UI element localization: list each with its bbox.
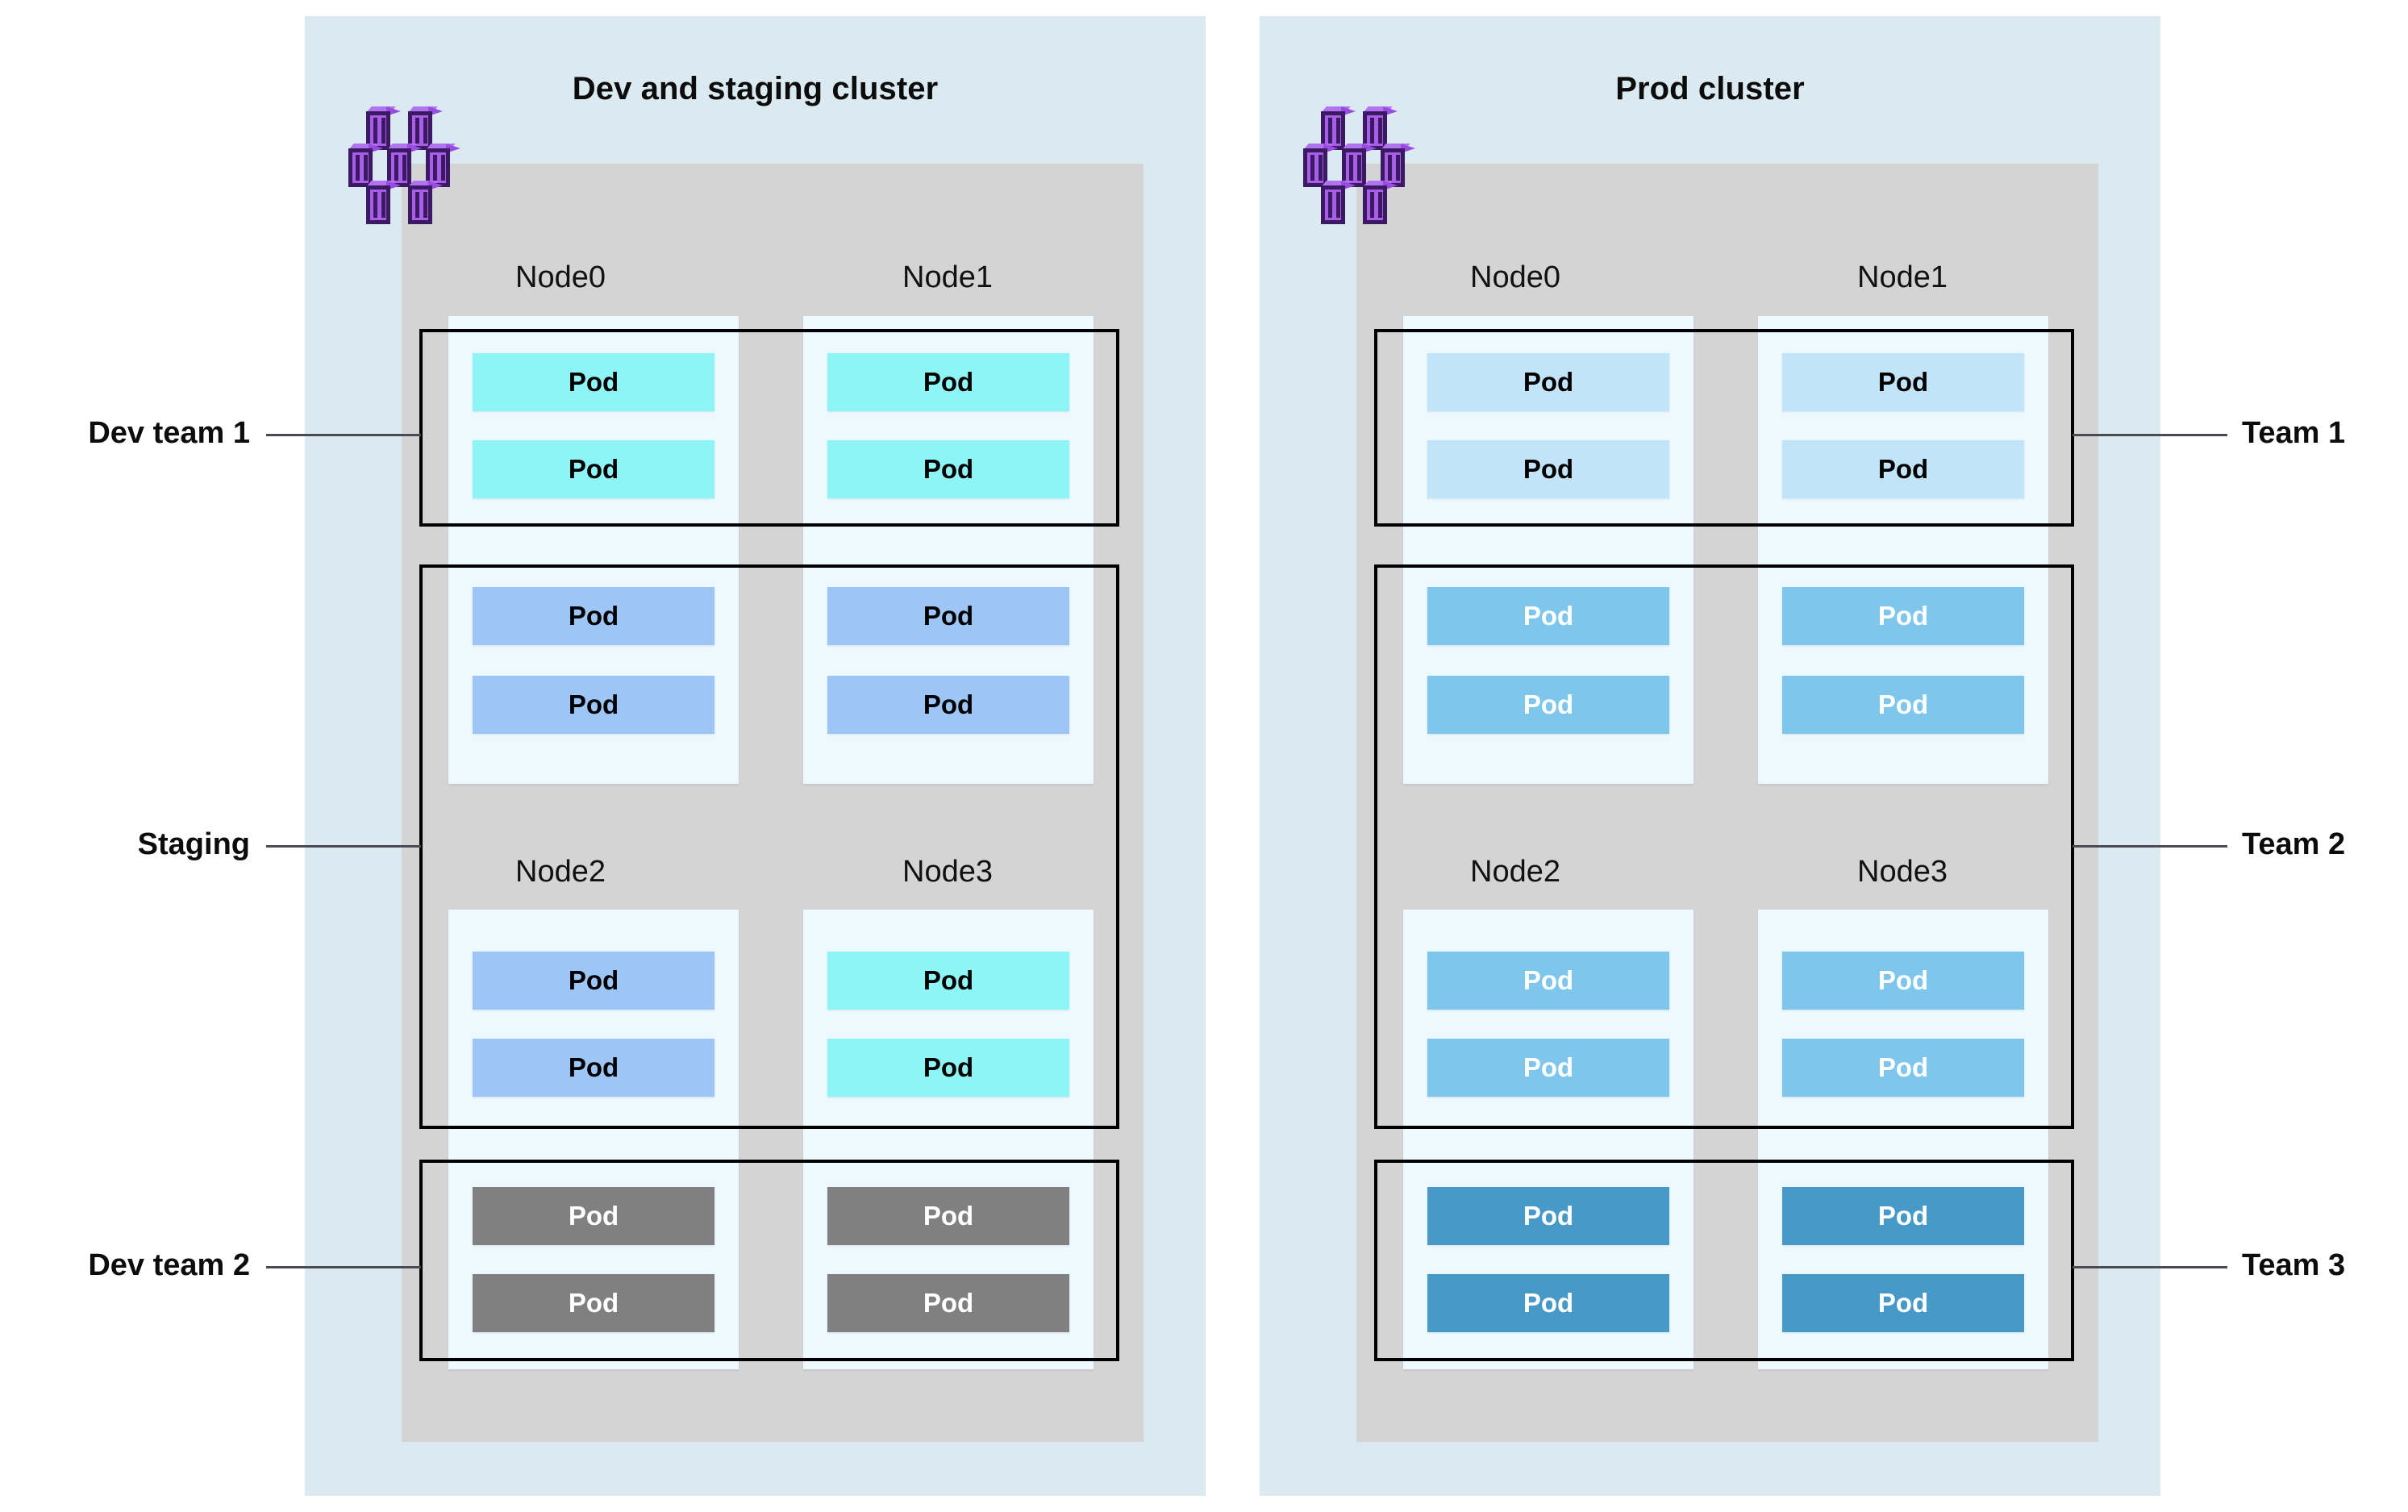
pod[interactable]: Pod [473, 353, 714, 411]
pod[interactable]: Pod [1427, 1039, 1669, 1097]
pod[interactable]: Pod [1782, 1274, 2024, 1332]
pod[interactable]: Pod [827, 587, 1069, 645]
label-dev-team-1: Dev team 1 [88, 416, 250, 450]
leader-line-dev-team-2 [266, 1266, 421, 1268]
node-label-node1-dev: Node1 [902, 260, 993, 294]
cluster-title-dev-staging: Dev and staging cluster [572, 71, 939, 106]
node-label-node0-prod: Node0 [1470, 260, 1560, 294]
node-label-node0-dev: Node0 [515, 260, 606, 294]
pod[interactable]: Pod [1427, 676, 1669, 734]
label-staging: Staging [137, 827, 250, 861]
node-label-node2-prod: Node2 [1470, 855, 1560, 889]
pod[interactable]: Pod [827, 1274, 1069, 1332]
leader-line-team-3 [2073, 1266, 2227, 1268]
pod[interactable]: Pod [1427, 952, 1669, 1010]
node-label-node3-dev: Node3 [902, 855, 993, 889]
pod[interactable]: Pod [473, 1039, 714, 1097]
pod[interactable]: Pod [1782, 952, 2024, 1010]
pod[interactable]: Pod [473, 676, 714, 734]
pod[interactable]: Pod [1782, 353, 2024, 411]
pod[interactable]: Pod [827, 952, 1069, 1010]
pod[interactable]: Pod [827, 676, 1069, 734]
pod[interactable]: Pod [1427, 353, 1669, 411]
leader-line-dev-team-1 [266, 434, 421, 436]
kubernetes-cluster-icon [348, 106, 477, 227]
pod[interactable]: Pod [827, 440, 1069, 498]
pod[interactable]: Pod [827, 1187, 1069, 1245]
node-label-node1-prod: Node1 [1857, 260, 1948, 294]
pod[interactable]: Pod [473, 1187, 714, 1245]
node-label-node2-dev: Node2 [515, 855, 606, 889]
pod[interactable]: Pod [473, 440, 714, 498]
pod[interactable]: Pod [1782, 440, 2024, 498]
pod[interactable]: Pod [1427, 440, 1669, 498]
leader-line-team-2 [2073, 845, 2227, 848]
pod[interactable]: Pod [1427, 1187, 1669, 1245]
leader-line-team-1 [2073, 434, 2227, 436]
label-team-1: Team 1 [2242, 416, 2346, 450]
pod[interactable]: Pod [473, 952, 714, 1010]
label-team-3: Team 3 [2242, 1248, 2346, 1282]
node-label-node3-prod: Node3 [1857, 855, 1948, 889]
label-dev-team-2: Dev team 2 [88, 1248, 250, 1282]
leader-line-staging [266, 845, 421, 848]
pod[interactable]: Pod [1782, 1187, 2024, 1245]
pod[interactable]: Pod [1782, 1039, 2024, 1097]
kubernetes-cluster-icon [1303, 106, 1432, 227]
pod[interactable]: Pod [1427, 1274, 1669, 1332]
pod[interactable]: Pod [1427, 587, 1669, 645]
pod[interactable]: Pod [473, 1274, 714, 1332]
label-team-2: Team 2 [2242, 827, 2346, 861]
pod[interactable]: Pod [473, 587, 714, 645]
pod[interactable]: Pod [1782, 587, 2024, 645]
pod[interactable]: Pod [827, 353, 1069, 411]
pod[interactable]: Pod [827, 1039, 1069, 1097]
pod[interactable]: Pod [1782, 676, 2024, 734]
cluster-title-prod: Prod cluster [1615, 71, 1805, 106]
